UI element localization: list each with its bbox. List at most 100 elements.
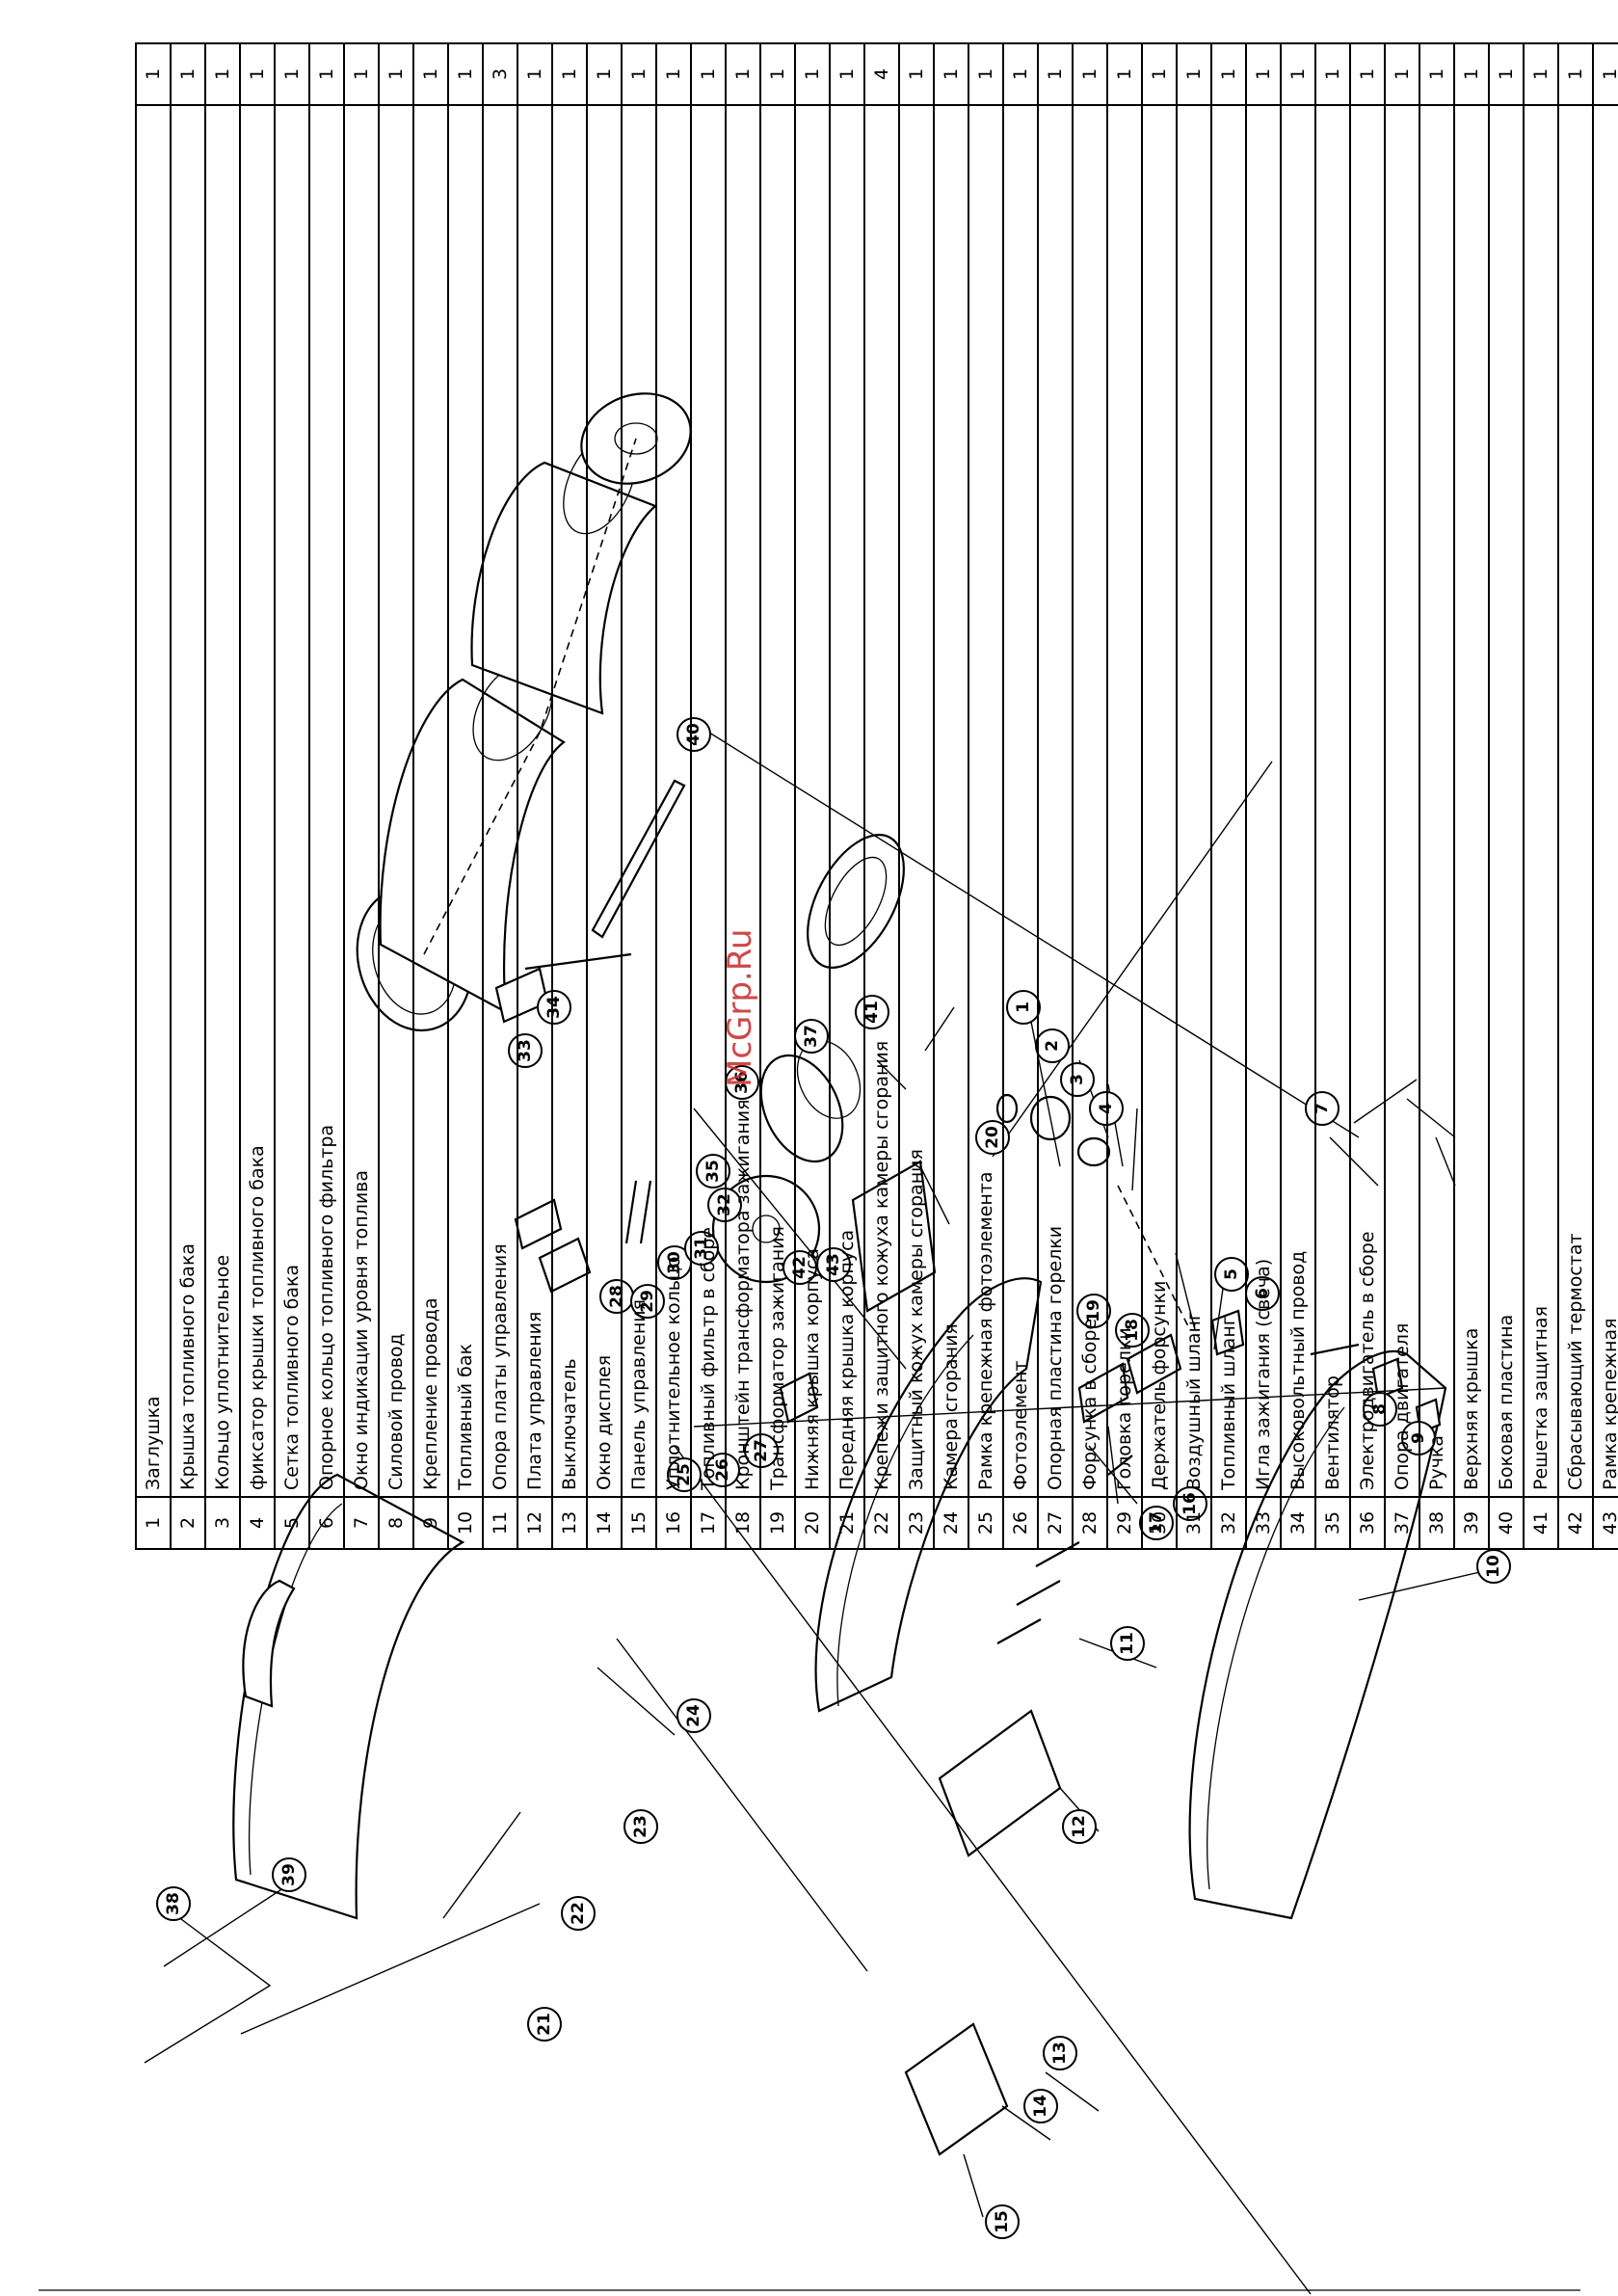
callout-number: 42	[790, 1256, 809, 1279]
parts-row-number: 3	[205, 1497, 240, 1549]
callout-circle	[705, 1453, 740, 1487]
parts-row-name: Опорное кольцо топливного фильтра	[309, 105, 344, 1497]
control-panel-parts	[904, 1541, 1080, 2156]
callout-circle	[1476, 1549, 1511, 1584]
callout-circle	[816, 1247, 851, 1282]
callout-number: 31	[692, 1237, 711, 1260]
parts-row-name: Игла зажигания (свеча)	[1246, 105, 1281, 1497]
thermostat-part	[779, 1372, 819, 1424]
callout-layer: 1234567891011121314151617181920212223242…	[156, 717, 1511, 2239]
callout-number: 27	[752, 1439, 771, 1462]
callout-number: 23	[631, 1815, 650, 1838]
parts-row-qty: 3	[483, 43, 517, 105]
parts-row-number: 17	[691, 1497, 726, 1549]
parts-row-qty: 1	[1315, 43, 1350, 105]
callout-43: 43	[816, 1247, 851, 1282]
callout-number: 4	[1097, 1103, 1116, 1114]
callout-number: 9	[1409, 1432, 1428, 1444]
callout-2: 2	[1035, 1028, 1070, 1063]
parts-row-name: Окно дисплея	[587, 105, 622, 1497]
callout-number: 24	[684, 1704, 703, 1727]
parts-row-number: 34	[1281, 1497, 1315, 1549]
parts-row-number: 2	[171, 1497, 205, 1549]
parts-row-name: Вентилятор	[1315, 105, 1350, 1497]
callout-31: 31	[684, 1231, 719, 1266]
parts-row-number: 11	[483, 1497, 517, 1549]
parts-row-name: Опора платы управления	[483, 105, 517, 1497]
parts-row-name: Рамка крепежная фотоэлемента	[968, 105, 1003, 1497]
parts-row-qty: 1	[1385, 43, 1419, 105]
callout-circle	[696, 1154, 730, 1188]
parts-row-qty: 1	[760, 43, 795, 105]
callout-number: 8	[1370, 1403, 1390, 1415]
callout-circle	[1006, 990, 1041, 1025]
parts-row-number: 30	[1142, 1497, 1177, 1549]
parts-row-number: 22	[864, 1497, 899, 1549]
parts-row-qty: 1	[344, 43, 379, 105]
leader-lines	[144, 722, 1485, 2295]
callout-number: 28	[607, 1285, 626, 1308]
callout-number: 40	[684, 723, 703, 746]
parts-row-name: Заглушка	[136, 105, 171, 1497]
parts-row-name: Топливный бак	[448, 105, 483, 1497]
callout-circle	[1110, 1626, 1145, 1661]
parts-row-qty: 1	[240, 43, 275, 105]
parts-row-qty: 1	[448, 43, 483, 105]
parts-row-number: 37	[1385, 1497, 1419, 1549]
callout-circle	[1214, 1257, 1249, 1292]
parts-row-number: 28	[1073, 1497, 1107, 1549]
callout-20: 20	[975, 1120, 1010, 1155]
callout-circle	[676, 1698, 711, 1733]
parts-row-number: 24	[934, 1497, 968, 1549]
parts-row-number: 21	[830, 1497, 864, 1549]
parts-row-qty: 1	[1177, 43, 1211, 105]
parts-row-number: 42	[1558, 1497, 1593, 1549]
callout-circle	[855, 995, 889, 1029]
callout-number: 1	[1014, 1001, 1033, 1013]
callout-circle	[623, 1809, 658, 1844]
parts-row-qty: 1	[1454, 43, 1489, 105]
parts-row-name: Нижняя крышка корпуса	[795, 105, 830, 1497]
parts-row-qty: 1	[379, 43, 413, 105]
parts-row-name: Держатель форсунки	[1142, 105, 1177, 1497]
parts-row-qty: 1	[1073, 43, 1107, 105]
callout-circle	[1139, 1506, 1174, 1540]
parts-row-name: фиксатор крышки топливного бака	[240, 105, 275, 1497]
callout-14: 14	[1023, 2089, 1058, 2123]
callout-circle	[561, 1896, 596, 1931]
parts-row-qty: 1	[413, 43, 448, 105]
parts-row-number: 43	[1593, 1497, 1618, 1549]
callout-circle	[744, 1433, 779, 1468]
callout-circle	[1305, 1091, 1339, 1126]
parts-row-number: 4	[240, 1497, 275, 1549]
parts-row-name: Камера сгорания	[934, 105, 968, 1497]
parts-row-name: Панель управления	[622, 105, 656, 1497]
parts-row-qty: 1	[1246, 43, 1281, 105]
parts-row-name: Высоковольтный провод	[1281, 105, 1315, 1497]
callout-7: 7	[1305, 1091, 1339, 1126]
parts-row-number: 10	[448, 1497, 483, 1549]
parts-row-qty: 1	[171, 43, 205, 105]
parts-row-number: 18	[726, 1497, 760, 1549]
parts-row-number: 14	[587, 1497, 622, 1549]
callout-circle	[985, 2204, 1020, 2239]
fuel-tank-part	[1188, 1349, 1447, 1920]
assembly-axis	[423, 438, 637, 955]
callout-circle	[657, 1245, 692, 1280]
callout-37: 37	[794, 1019, 829, 1054]
parts-row-name: Верхняя крышка	[1454, 105, 1489, 1497]
callout-26: 26	[705, 1453, 740, 1487]
